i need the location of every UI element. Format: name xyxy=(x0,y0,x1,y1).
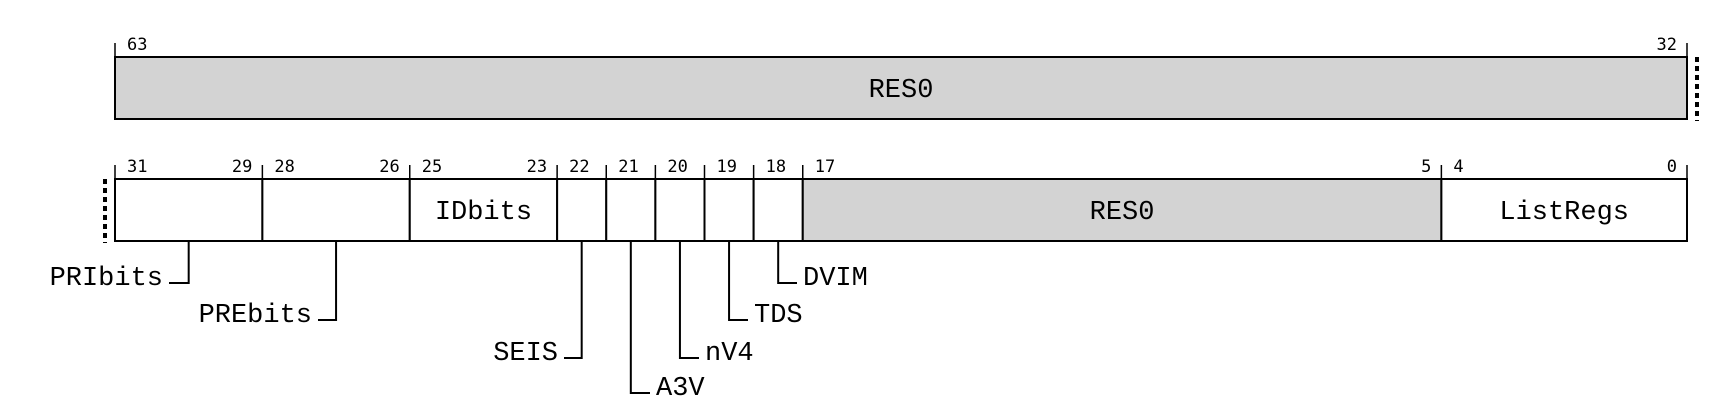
callout-nv4: nV4 xyxy=(678,241,754,369)
callout-label: PRIbits xyxy=(50,264,163,294)
bit-number-lo: 32 xyxy=(1657,35,1677,55)
field-cell xyxy=(605,178,657,242)
row-continuation-marks xyxy=(103,57,1699,243)
field-bits-22-22: 22 xyxy=(556,157,608,242)
field-cell xyxy=(752,178,804,242)
callout-label: nV4 xyxy=(705,339,754,369)
callout-seis: SEIS xyxy=(493,241,583,369)
field-cell xyxy=(408,178,559,242)
callout-pribits: PRIbits xyxy=(50,241,190,294)
field-label: ListRegs xyxy=(1499,198,1629,228)
bit-number-hi: 22 xyxy=(569,157,589,177)
field-cell xyxy=(801,178,1443,242)
callout-label: A3V xyxy=(656,374,705,404)
bit-number-hi: 4 xyxy=(1453,157,1463,177)
callout-leader-line xyxy=(777,241,797,284)
callout-tds: TDS xyxy=(728,241,803,331)
field-label: IDbits xyxy=(435,198,532,228)
field-bits-18-18: 18 xyxy=(752,157,804,242)
field-cell xyxy=(114,56,1688,120)
bit-number-lo: 29 xyxy=(232,157,252,177)
bit-number-hi: 17 xyxy=(815,157,835,177)
bit-number-hi: 19 xyxy=(717,157,737,177)
field-bits-21-21: 21 xyxy=(605,157,657,242)
bit-number-hi: 31 xyxy=(127,157,147,177)
callout-label: DVIM xyxy=(803,264,868,294)
field-bits-19-19: 19 xyxy=(703,157,755,242)
bit-number-hi: 21 xyxy=(618,157,638,177)
callout-prebits: PREbits xyxy=(199,241,338,331)
bit-number-hi: 28 xyxy=(274,157,294,177)
callout-label: TDS xyxy=(754,301,803,331)
field-cell xyxy=(556,178,608,242)
field-label: RES0 xyxy=(1090,198,1155,228)
bit-number-hi: 18 xyxy=(766,157,786,177)
field-cell xyxy=(114,178,264,242)
bit-number-lo: 23 xyxy=(527,157,547,177)
callout-a3v: A3V xyxy=(629,241,705,404)
callout-leader-line xyxy=(678,241,699,359)
bit-number-lo: 5 xyxy=(1421,157,1431,177)
field-bits-20-20: 20 xyxy=(654,157,706,242)
bit-number-hi: 63 xyxy=(127,35,147,55)
bit-number-lo: 0 xyxy=(1667,157,1677,177)
callout-leader-line xyxy=(564,241,583,359)
field-cell xyxy=(654,178,706,242)
bit-number-hi: 25 xyxy=(422,157,442,177)
bit-number-hi: 20 xyxy=(667,157,687,177)
callout-label: PREbits xyxy=(199,301,312,331)
callout-leader-line xyxy=(318,241,338,321)
callout-leader-line xyxy=(728,241,748,321)
field-bits-31-29: 31 29 xyxy=(114,157,264,242)
bit-number-lo: 26 xyxy=(379,157,399,177)
callout-dvim: DVIM xyxy=(777,241,868,294)
field-bits-28-26: 28 26 xyxy=(261,157,411,242)
field-label: RES0 xyxy=(869,76,934,106)
field-cell xyxy=(703,178,755,242)
callout-leader-line xyxy=(629,241,650,394)
callout-leader-line xyxy=(169,241,190,284)
field-cell xyxy=(261,178,411,242)
callout-label: SEIS xyxy=(493,339,558,369)
field-cell xyxy=(1440,178,1688,242)
